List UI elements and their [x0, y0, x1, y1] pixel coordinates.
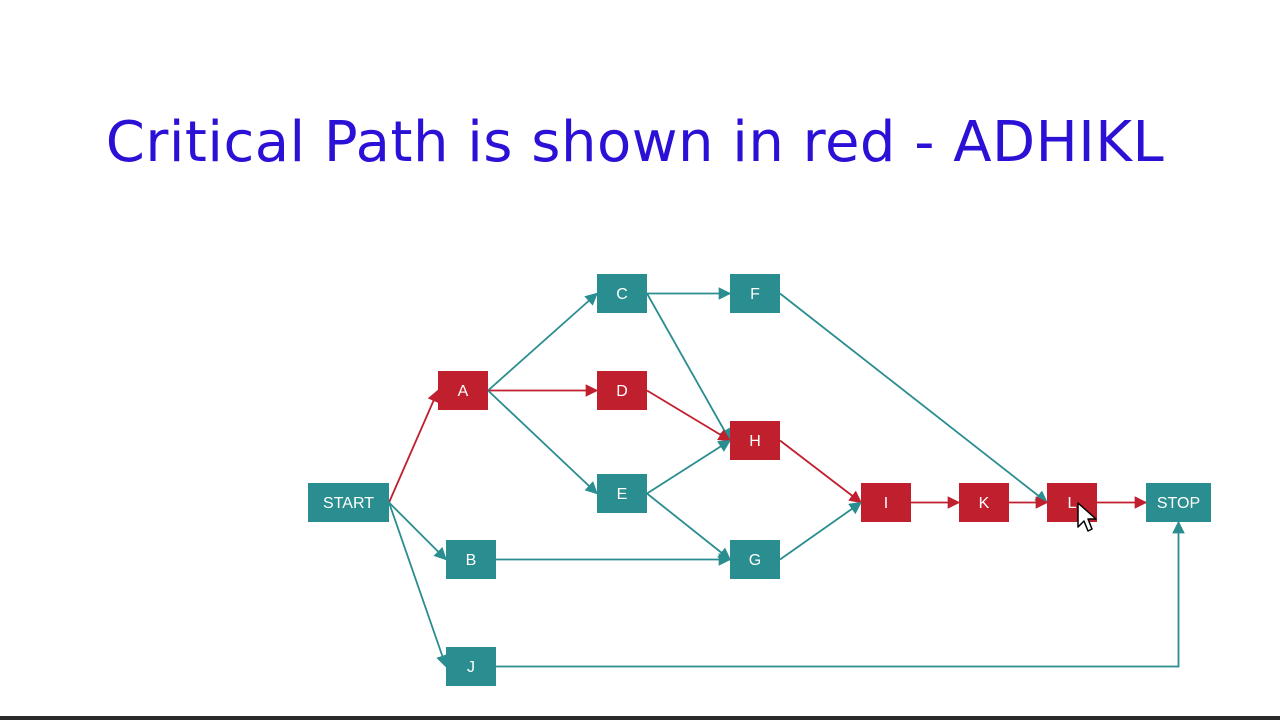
edge-a-to-c: [487, 292, 598, 392]
node-a: A: [438, 371, 488, 410]
node-e-box: [597, 474, 647, 513]
edge-start-to-b: [388, 501, 447, 561]
edge-start-to-a: [388, 389, 440, 503]
edge-e-to-h: [646, 439, 732, 495]
node-h: H: [730, 421, 780, 460]
node-g-box: [730, 540, 780, 579]
node-c: C: [597, 274, 647, 313]
node-k: K: [959, 483, 1009, 522]
bottom-divider: [0, 716, 1280, 720]
node-b-box: [446, 540, 496, 579]
node-e-label: E: [617, 486, 628, 503]
node-k-box: [959, 483, 1009, 522]
edges: [388, 287, 1185, 668]
mouse-cursor-icon: [1077, 502, 1097, 532]
edge-d-to-h: [646, 389, 732, 442]
edge-a-to-e: [487, 389, 598, 495]
nodes: START A B J C D E F H G I K L STOP: [308, 274, 1211, 686]
edge-j-to-stop: [496, 520, 1185, 668]
node-d-box: [597, 371, 647, 410]
node-j-box: [446, 647, 496, 686]
node-j-label: J: [467, 659, 475, 676]
node-c-box: [597, 274, 647, 313]
node-g-label: G: [749, 552, 761, 569]
node-i-label: I: [884, 495, 888, 512]
node-j: J: [446, 647, 496, 686]
node-stop-box: [1146, 483, 1211, 522]
edge-e-to-g: [646, 492, 731, 561]
node-a-label: A: [458, 383, 469, 400]
node-h-box: [730, 421, 780, 460]
node-h-label: H: [749, 433, 761, 450]
node-stop: STOP: [1146, 483, 1211, 522]
node-k-label: K: [979, 495, 990, 512]
node-a-box: [438, 371, 488, 410]
node-i: I: [861, 483, 911, 522]
node-l: L: [1047, 483, 1097, 522]
slide-title: Critical Path is shown in red - ADHIKL: [105, 110, 1165, 175]
node-d: D: [597, 371, 647, 410]
node-i-box: [861, 483, 911, 522]
node-stop-label: STOP: [1157, 495, 1200, 512]
edge-f-to-l: [779, 292, 1048, 504]
node-start-box: [308, 483, 389, 522]
node-l-label: L: [1068, 495, 1077, 512]
node-d-label: D: [616, 383, 628, 400]
node-f-box: [730, 274, 780, 313]
node-b: B: [446, 540, 496, 579]
node-c-label: C: [616, 286, 628, 303]
edge-c-to-h: [646, 293, 731, 442]
node-start: START: [308, 483, 389, 522]
edge-start-to-j: [388, 502, 449, 668]
node-f-label: F: [750, 286, 760, 303]
node-g: G: [730, 540, 780, 579]
node-b-label: B: [466, 552, 477, 569]
node-f: F: [730, 274, 780, 313]
node-e: E: [597, 474, 647, 513]
node-start-label: START: [323, 495, 374, 512]
edge-g-to-i: [779, 501, 863, 561]
edge-h-to-i: [779, 439, 863, 504]
